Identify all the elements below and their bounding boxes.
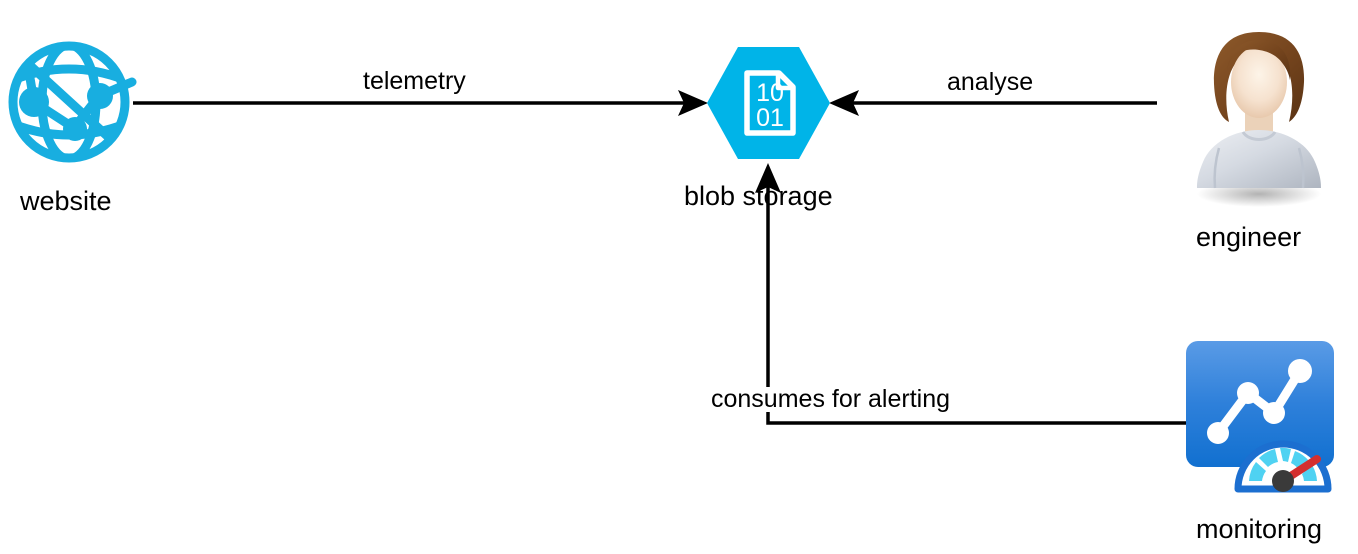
hexagon-blob-storage-icon: 10 01 (707, 47, 830, 159)
node-label-website: website (20, 186, 112, 216)
node-label-engineer: engineer (1196, 222, 1302, 252)
edge-label-analyse: analyse (943, 70, 1038, 95)
blob-glyph-bottom: 01 (756, 104, 784, 132)
edge-label-telemetry: telemetry (359, 69, 470, 94)
person-avatar-icon (1189, 26, 1329, 207)
blob-glyph-top: 10 (756, 79, 784, 107)
monitoring-chart-gauge-icon (1186, 341, 1336, 493)
globe-network-icon (4, 40, 137, 164)
edge-telemetry (133, 90, 708, 116)
node-label-monitoring: monitoring (1196, 514, 1323, 544)
edge-label-consumes-for-alerting: consumes for alerting (707, 387, 955, 412)
edge-analyse (829, 90, 1157, 116)
edge-consumes-for-alerting (755, 163, 1186, 425)
